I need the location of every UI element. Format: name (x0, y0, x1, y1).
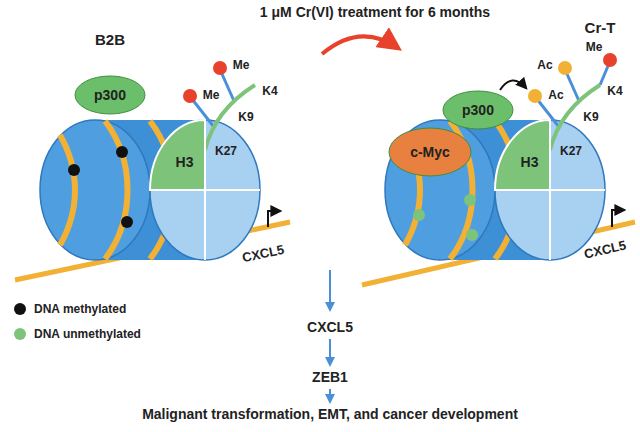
protein-ellipse: p300 (74, 75, 146, 115)
mark-label: Me (233, 59, 250, 73)
flow-connector (329, 389, 331, 402)
tss-arrow (268, 211, 280, 227)
residue-label: K9 (238, 111, 253, 125)
legend-swatch (14, 303, 26, 315)
legend-text: DNA unmethylated (34, 327, 141, 341)
protein-ellipse: c-Myc (388, 127, 472, 177)
mark-label: Me (586, 41, 603, 55)
ellipse-shape (389, 128, 471, 176)
histone-h3: H3 (150, 120, 205, 190)
histone-h3: H3 (495, 120, 550, 190)
flow-connector (329, 339, 331, 365)
legend-text: DNA methylated (34, 302, 126, 316)
node-text: CXCL5 (307, 319, 353, 335)
gene-label: CXCL5 (583, 238, 628, 262)
flow-arrow (329, 270, 331, 310)
quarter-shape (495, 120, 550, 190)
acetylation-arrow (500, 80, 526, 90)
title: 1 μM Cr(VI) treatment for 6 months (260, 4, 490, 20)
ellipse-shape (443, 91, 513, 129)
ellipse-shape (75, 76, 145, 114)
legend-swatch (14, 328, 26, 340)
residue-label: K27 (215, 145, 237, 159)
node-text: Malignant transformation, EMT, and cance… (142, 406, 518, 422)
tss-arrow (612, 210, 624, 227)
node-text: H3 (176, 154, 194, 170)
node-text: p300 (94, 87, 126, 103)
flow-step: Malignant transformation, EMT, and cance… (138, 404, 522, 424)
legend-row: DNA unmethylated (14, 327, 141, 341)
protein-ellipse: p300 (442, 90, 514, 130)
mark-label: Ac (537, 59, 552, 73)
node-text: ZEB1 (312, 369, 348, 385)
residue-label: K4 (262, 85, 277, 99)
quarter-shape (150, 120, 205, 190)
node-text: H3 (521, 154, 539, 170)
mark-label: Ac (548, 89, 563, 103)
nucleosome (40, 120, 260, 260)
flow-step: CXCL5 (303, 317, 357, 337)
treatment-arrow (322, 36, 398, 54)
nucleosome (385, 120, 605, 260)
flow-step: ZEB1 (308, 367, 352, 387)
residue-label: K9 (583, 111, 598, 125)
mark-label: Me (203, 89, 220, 103)
node-text: p300 (462, 102, 494, 118)
node-text: c-Myc (410, 144, 450, 160)
residue-label: K27 (560, 145, 582, 159)
legend-row: DNA methylated (14, 302, 126, 316)
cell-label: B2B (95, 31, 125, 48)
gene-label: CXCL5 (241, 242, 286, 265)
residue-label: K4 (607, 85, 622, 99)
cell-label: Cr-T (585, 19, 616, 36)
